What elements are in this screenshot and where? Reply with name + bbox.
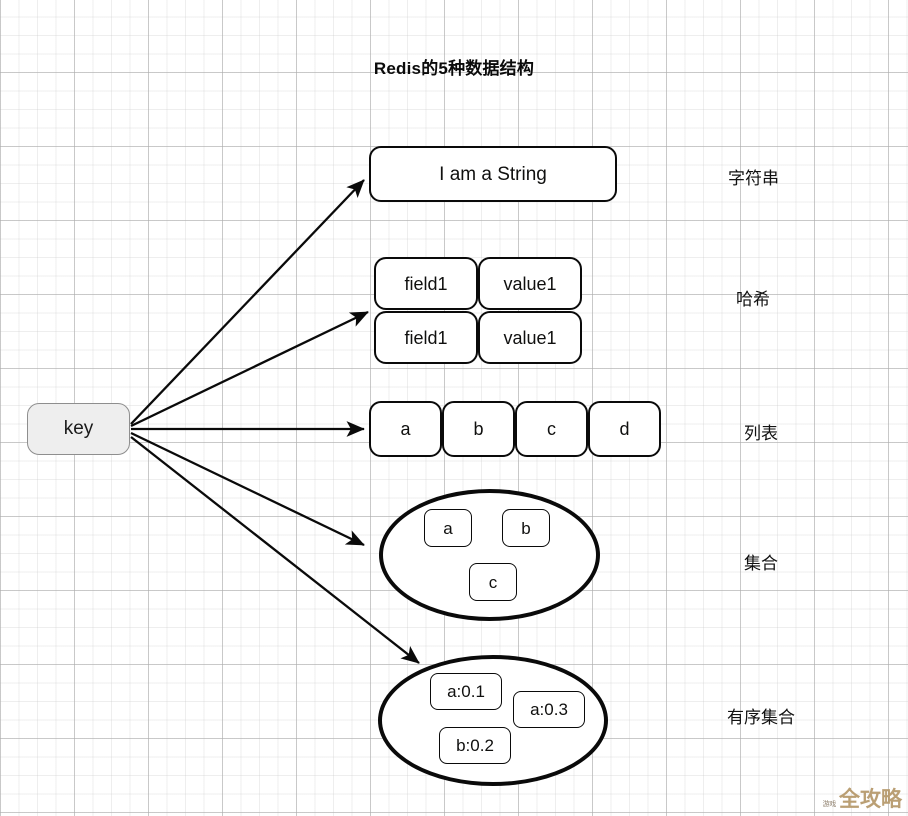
watermark: 游戏 全攻略: [823, 789, 902, 810]
arrow-key-to-sortedset: [130, 436, 420, 664]
sorted-set-member-2[interactable]: a:0.3: [513, 691, 585, 728]
string-node-label: I am a String: [439, 163, 547, 185]
hash-cell-field-2[interactable]: field1: [374, 311, 478, 364]
hash-cell-field-1[interactable]: field1: [374, 257, 478, 310]
set-member-1[interactable]: a: [424, 509, 472, 547]
list-cell-4-label: d: [619, 419, 630, 439]
arrow-key-to-hash: [130, 310, 369, 428]
watermark-sub-text: 游戏: [822, 800, 837, 808]
label-hash: 哈希: [736, 290, 770, 309]
list-cell-2[interactable]: b: [442, 401, 515, 457]
set-ellipse: [379, 489, 600, 621]
key-node-label: key: [63, 418, 94, 439]
page-title: Redis的5种数据结构: [373, 59, 535, 78]
list-cell-4[interactable]: d: [588, 401, 661, 457]
hash-cell-field-2-label: field1: [404, 327, 448, 348]
sorted-set-member-3-label: b:0.2: [456, 736, 494, 755]
arrow-key-to-set: [130, 431, 365, 547]
sorted-set-member-3[interactable]: b:0.2: [439, 727, 511, 764]
set-member-1-label: a: [443, 518, 453, 538]
hash-cell-value-1-label: value1: [503, 273, 557, 294]
list-cell-3[interactable]: c: [515, 401, 588, 457]
list-cell-2-label: b: [473, 419, 484, 439]
label-set: 集合: [744, 554, 778, 573]
set-member-3-label: c: [488, 572, 498, 592]
sorted-set-member-1-label: a:0.1: [447, 682, 485, 701]
set-member-3[interactable]: c: [469, 563, 517, 601]
sorted-set-member-1[interactable]: a:0.1: [430, 673, 502, 710]
set-member-2-label: b: [521, 518, 531, 538]
hash-cell-value-1[interactable]: value1: [478, 257, 582, 310]
label-list: 列表: [744, 424, 778, 443]
set-member-2[interactable]: b: [502, 509, 550, 547]
sorted-set-member-2-label: a:0.3: [530, 700, 568, 719]
hash-cell-value-2[interactable]: value1: [478, 311, 582, 364]
label-sorted-set: 有序集合: [727, 708, 795, 727]
watermark-main-text: 全攻略: [839, 788, 902, 811]
arrow-key-to-string: [130, 179, 365, 425]
list-cell-3-label: c: [547, 419, 556, 439]
label-string: 字符串: [728, 169, 779, 188]
hash-cell-value-2-label: value1: [503, 327, 557, 348]
list-cell-1-label: a: [400, 419, 411, 439]
hash-cell-field-1-label: field1: [404, 273, 448, 294]
string-node[interactable]: I am a String: [369, 146, 617, 202]
key-node[interactable]: key: [27, 403, 130, 455]
list-cell-1[interactable]: a: [369, 401, 442, 457]
